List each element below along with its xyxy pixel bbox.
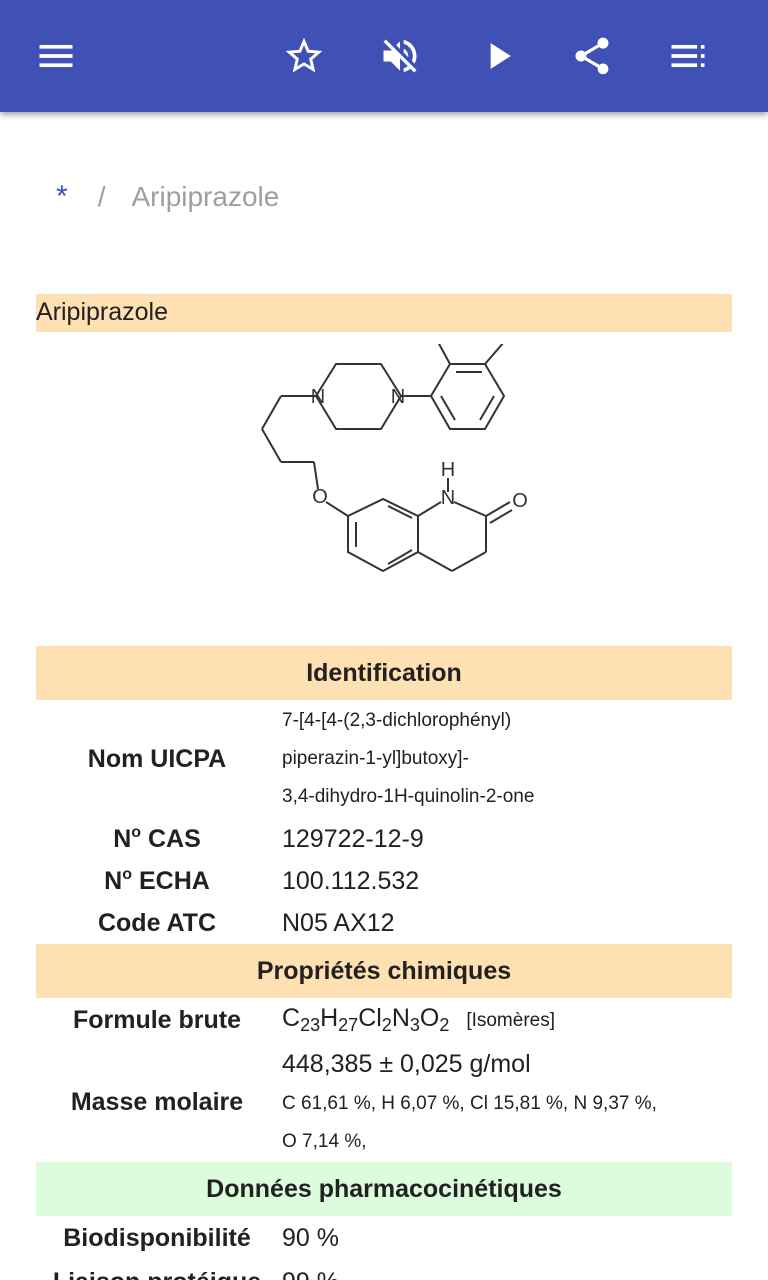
row-echa: No ECHA 100.112.532 bbox=[36, 860, 732, 902]
breadcrumb-home-link[interactable]: * bbox=[56, 180, 68, 213]
playlist-icon bbox=[671, 45, 705, 67]
mute-button[interactable] bbox=[372, 28, 428, 84]
molar-mass-value: 448,385 ± 0,025 g/mol C 61,61 %, H 6,07 … bbox=[278, 1043, 657, 1161]
iupac-label: Nom UICPA bbox=[87, 744, 227, 773]
play-button[interactable] bbox=[470, 28, 526, 84]
label-o-ether: O bbox=[312, 486, 328, 508]
bioavailability-label: Biodisponibilité bbox=[63, 1223, 251, 1252]
isomers-link[interactable]: [Isomères] bbox=[466, 1010, 556, 1031]
cas-label: No CAS bbox=[113, 824, 201, 853]
iupac-line-3: 3,4-dihydro-1H-quinolin-2-one bbox=[282, 786, 535, 807]
row-bioavailability: Biodisponibilité 90 % bbox=[36, 1216, 732, 1260]
menu-icon bbox=[39, 45, 73, 67]
echa-label: No ECHA bbox=[104, 866, 210, 895]
playlist-button[interactable] bbox=[660, 28, 716, 84]
composition-line-1: C 61,61 %, H 6,07 %, Cl 15,81 %, N 9,37 … bbox=[282, 1093, 657, 1114]
row-molar-mass: Masse molaire 448,385 ± 0,025 g/mol C 61… bbox=[36, 1042, 732, 1162]
breadcrumb: * / Aripiprazole bbox=[56, 180, 279, 214]
breadcrumb-current: Aripiprazole bbox=[131, 181, 280, 212]
label-h: H bbox=[441, 459, 455, 481]
row-protein-binding: Liaison protéique 99 % bbox=[36, 1260, 732, 1280]
label-n-2: N bbox=[391, 386, 405, 408]
breadcrumb-separator: / bbox=[97, 181, 106, 212]
protein-binding-label: Liaison protéique bbox=[36, 1268, 278, 1280]
iupac-line-2: piperazin-1-yl]butoxy]- bbox=[282, 748, 469, 769]
protein-binding-value: 99 % bbox=[278, 1268, 339, 1280]
row-iupac: Nom UICPA 7-[4-[4-(2,3-dichlorophényl) p… bbox=[36, 700, 732, 818]
app-toolbar bbox=[0, 0, 768, 112]
cas-value[interactable]: 129722-12-9 bbox=[282, 824, 424, 853]
share-icon bbox=[575, 37, 609, 75]
section-pharmacokinetics: Données pharmacocinétiques bbox=[36, 1162, 732, 1216]
row-cas: No CAS 129722-12-9 bbox=[36, 818, 732, 860]
iupac-value: 7-[4-[4-(2,3-dichlorophényl) piperazin-1… bbox=[278, 702, 534, 816]
composition-line-2: O 7,14 %, bbox=[282, 1131, 367, 1152]
formula-value: C23H27Cl2N3O2 [Isomères] bbox=[282, 1004, 556, 1035]
favorite-button[interactable] bbox=[276, 28, 332, 84]
play-icon bbox=[490, 43, 511, 69]
row-formula: Formule brute C23H27Cl2N3O2 [Isomères] bbox=[36, 998, 732, 1042]
star-icon bbox=[285, 37, 323, 73]
chemical-structure-drawing: Cl Cl N N O H N O bbox=[261, 344, 528, 573]
label-n-lactam: N bbox=[441, 487, 455, 509]
infobox: Aripiprazole bbox=[36, 294, 732, 1280]
atc-value[interactable]: N05 AX12 bbox=[282, 908, 395, 937]
row-atc: Code ATC N05 AX12 bbox=[36, 902, 732, 944]
label-o-carbonyl: O bbox=[512, 490, 528, 512]
atc-label: Code ATC bbox=[97, 908, 217, 937]
molar-mass-label: Masse molaire bbox=[70, 1087, 244, 1116]
formula-label: Formule brute bbox=[72, 1005, 242, 1034]
infobox-title: Aripiprazole bbox=[36, 294, 732, 332]
iupac-line-1: 7-[4-[4-(2,3-dichlorophényl) bbox=[282, 710, 512, 731]
mute-icon bbox=[383, 39, 417, 73]
echa-value[interactable]: 100.112.532 bbox=[282, 866, 420, 895]
section-chemical-properties: Propriétés chimiques bbox=[36, 944, 732, 998]
section-identification: Identification bbox=[36, 646, 732, 700]
share-button[interactable] bbox=[564, 28, 620, 84]
menu-button[interactable] bbox=[28, 28, 84, 84]
structure-image: Cl Cl N N O H N O bbox=[36, 332, 732, 646]
bioavailability-value: 90 % bbox=[282, 1223, 339, 1252]
label-n-1: N bbox=[311, 386, 325, 408]
molar-mass-number: 448,385 ± 0,025 g/mol bbox=[282, 1050, 531, 1078]
